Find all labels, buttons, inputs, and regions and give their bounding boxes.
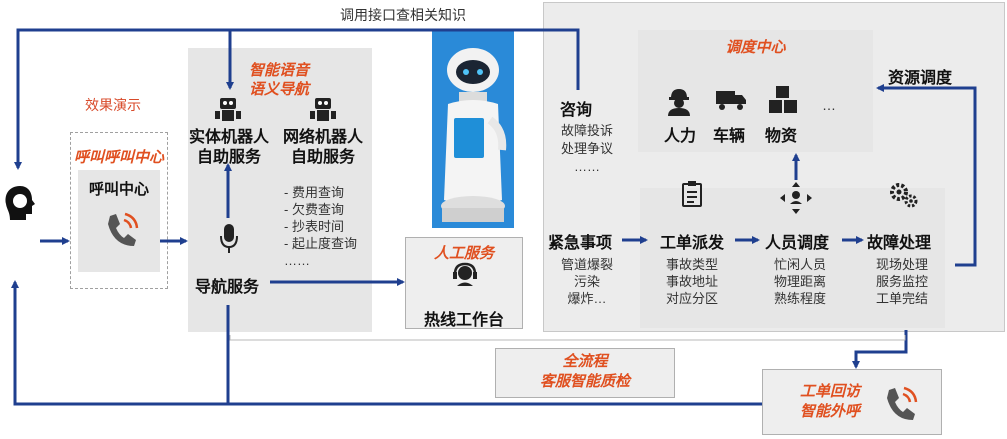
list-item: 对应分区 <box>665 291 718 306</box>
list-item: 事故地址 <box>665 274 718 289</box>
consult-title: 咨询 <box>560 102 593 119</box>
dispatch-more: … <box>822 97 836 113</box>
list-item: - 抄表时间 <box>284 219 344 234</box>
consult-list: 故障投诉 处理争议 …… <box>547 122 627 176</box>
list-item: - 起止度查询 <box>284 236 357 251</box>
fault-title: 故障处理 <box>867 235 932 252</box>
quality-label[interactable]: 全流程 客服智能质检 <box>539 353 630 390</box>
process-panel <box>640 188 945 328</box>
phone-icon <box>881 384 919 429</box>
dispatch-item-materials: 物资 <box>765 128 798 145</box>
dispatch-item-manpower: 人力 <box>664 128 697 145</box>
emergency-title: 紧急事项 <box>548 235 613 252</box>
manual-service-header: 人工服务 <box>433 245 494 262</box>
list-item: - 欠费查询 <box>284 202 344 217</box>
dispatch-arrows-icon <box>780 182 812 219</box>
phone-icon <box>102 210 140 255</box>
emergency-list: 管道爆裂 污染 爆炸… <box>547 256 627 307</box>
top-api-label: 调用接口查相关知识 <box>340 7 466 23</box>
voice-nav-header-1: 智能语音 <box>249 62 310 79</box>
list-item: 物理距离 <box>773 274 826 289</box>
worker-icon <box>664 86 694 121</box>
clipboard-icon <box>681 180 703 213</box>
callback-panel <box>762 369 942 435</box>
list-item: …… <box>574 159 600 174</box>
robot-icon <box>213 96 243 129</box>
user-head-icon <box>0 180 40 233</box>
call-center-title: 呼叫中心 <box>88 181 149 198</box>
physical-robot-label[interactable]: 实体机器人 自助服务 <box>188 129 269 166</box>
list-item: 忙闲人员 <box>773 257 826 272</box>
gears-icon <box>888 180 920 215</box>
dispatch-item-vehicles: 车辆 <box>713 128 746 145</box>
work-order-list: 事故类型 事故地址 对应分区 <box>652 256 732 307</box>
list-item: 服务监控 <box>875 274 928 289</box>
list-item: 污染 <box>573 274 600 289</box>
list-item: 故障投诉 <box>560 123 613 138</box>
call-center-header: 呼叫呼叫中心 <box>73 149 164 166</box>
list-item: 处理争议 <box>560 141 613 156</box>
list-item: 工单完结 <box>875 291 928 306</box>
demo-label[interactable]: 效果演示 <box>85 97 141 113</box>
resource-dispatch-label: 资源调度 <box>888 70 953 87</box>
list-item: …… <box>284 253 310 268</box>
personnel-title: 人员调度 <box>765 235 830 252</box>
truck-icon <box>715 88 747 117</box>
boxes-icon <box>767 84 799 121</box>
robot-icon <box>308 96 338 129</box>
robot-photo <box>432 30 514 228</box>
microphone-icon <box>218 222 240 261</box>
list-item: 爆炸… <box>567 291 607 306</box>
query-list: - 费用查询 - 欠费查询 - 抄表时间 - 起止度查询 …… <box>284 184 357 269</box>
voice-nav-header-2: 语义导航 <box>249 81 310 98</box>
list-item: 事故类型 <box>665 257 718 272</box>
list-item: 熟练程度 <box>773 291 826 306</box>
headset-icon <box>451 262 479 293</box>
network-robot-label[interactable]: 网络机器人 自助服务 <box>282 129 363 166</box>
list-item: 现场处理 <box>875 257 928 272</box>
call-center-inner <box>78 170 160 272</box>
nav-service-label[interactable]: 导航服务 <box>195 279 260 296</box>
personnel-list: 忙闲人员 物理距离 熟练程度 <box>758 256 842 307</box>
callback-label[interactable]: 工单回访 智能外呼 <box>799 383 860 420</box>
list-item: 管道爆裂 <box>560 257 613 272</box>
voice-nav-panel <box>188 48 372 332</box>
work-order-title: 工单派发 <box>660 235 725 252</box>
call-center-outer <box>70 132 168 289</box>
list-item: - 费用查询 <box>284 185 344 200</box>
fault-list: 现场处理 服务监控 工单完结 <box>862 256 942 307</box>
quality-panel <box>495 348 675 398</box>
hotline-workstation-label[interactable]: 热线工作台 <box>423 312 504 329</box>
dispatch-center-header: 调度中心 <box>725 39 786 56</box>
